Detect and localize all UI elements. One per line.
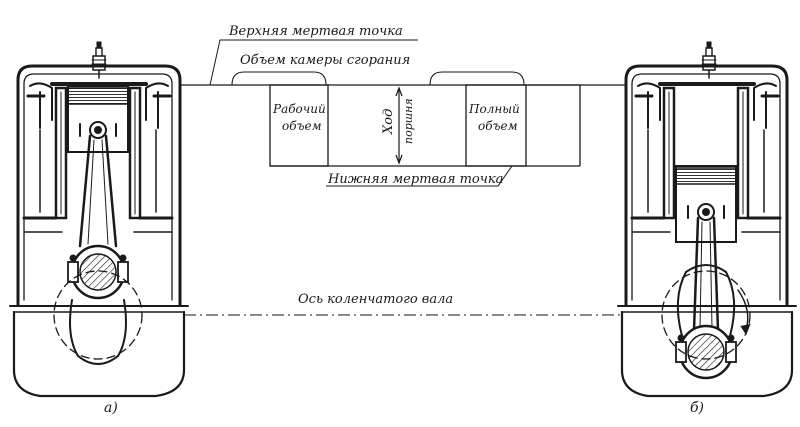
cylinder-head-right <box>624 64 789 307</box>
crank-web-right <box>676 264 736 337</box>
oil-sump-right <box>620 310 794 398</box>
piston-right <box>675 165 737 243</box>
crank-pin-left <box>67 244 129 300</box>
label-total-volume-1: Полный <box>468 102 520 116</box>
connecting-rod-left <box>78 134 118 248</box>
spark-plug-right <box>701 41 717 79</box>
chamber-bracket-left <box>231 71 327 86</box>
label-combustion-chamber: Объем камеры сгорания <box>240 53 410 68</box>
crank-web-left <box>69 299 127 365</box>
label-stroke-1: Ход <box>381 109 396 135</box>
cylinder-head-left <box>16 64 182 307</box>
engine-right <box>617 41 797 398</box>
volume-schematic <box>180 39 626 316</box>
label-working-volume-1: Рабочий <box>272 102 326 116</box>
crank-pin-right <box>675 324 737 380</box>
label-working-volume-2: объем <box>282 119 322 133</box>
label-top-dead-center: Верхняя мертвая точка <box>228 24 403 39</box>
label-crankshaft-axis: Ось коленчатого вала <box>298 292 453 307</box>
caption-a: а) <box>104 400 118 416</box>
label-bottom-dead-center: Нижняя мертвая точка <box>327 172 503 187</box>
rotation-arrow <box>737 289 749 331</box>
total-volume-box <box>465 84 527 167</box>
label-stroke-2: поршня <box>402 98 415 144</box>
chamber-bracket-right <box>429 71 525 86</box>
engine-left <box>9 41 189 398</box>
oil-sump-left <box>12 310 186 398</box>
crank-circle-left <box>53 270 143 360</box>
spark-plug-left <box>91 41 107 79</box>
piston-left <box>67 85 129 153</box>
crank-circle-right <box>661 270 751 360</box>
label-total-volume-2: объем <box>478 119 518 133</box>
working-volume-box <box>269 84 329 167</box>
caption-b: б) <box>690 400 704 416</box>
